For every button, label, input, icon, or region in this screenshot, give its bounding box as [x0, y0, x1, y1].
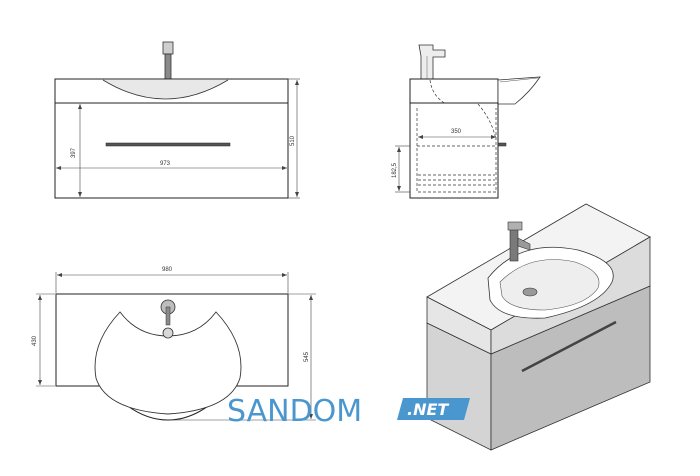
cabinet-side: [409, 102, 499, 199]
side-view: 350 182,5: [392, 44, 541, 199]
cabinet-front: [54, 102, 289, 199]
basin-front: [102, 79, 229, 100]
dim-label-510: 510: [290, 135, 296, 146]
dim-front-height-total: 510: [288, 78, 300, 199]
dim-label-350: 350: [451, 129, 462, 135]
watermark-main: SANDOM: [227, 394, 362, 429]
dim-side-height: 182,5: [392, 145, 410, 193]
dim-label-182-5: 182,5: [392, 162, 398, 178]
drawer-handle-iso: [521, 320, 617, 373]
dim-top-depth-left: 430: [32, 293, 55, 387]
drawer-handle-front: [105, 142, 231, 147]
drain-top: [162, 327, 174, 339]
top-view: 980 430 545: [32, 267, 316, 421]
dim-label-980: 980: [162, 267, 173, 273]
watermark-net-badge: [397, 398, 470, 420]
dim-label-430: 430: [32, 335, 38, 346]
dim-top-width: 980: [55, 267, 289, 293]
dim-front-height-inner: 397: [71, 104, 82, 197]
dim-top-depth-right: 545: [170, 293, 316, 421]
watermark-suffix: .NET: [407, 400, 449, 419]
dim-label-973: 973: [160, 161, 171, 167]
drawer-handle-side: [497, 142, 507, 147]
dim-front-width: 973: [56, 161, 287, 170]
dim-side-depth: 350: [418, 129, 496, 139]
drain-iso: [522, 287, 538, 297]
faucet-side: [418, 44, 446, 81]
front-view: 397 973 510: [54, 41, 300, 199]
countertop-side: [409, 78, 499, 104]
faucet-front: [162, 41, 174, 85]
dim-label-545: 545: [304, 351, 310, 362]
dim-label-397: 397: [71, 147, 77, 158]
watermark-logo: SANDOM .NET: [227, 394, 470, 429]
basin-overhang-side: [497, 76, 541, 105]
faucet-iso: [507, 221, 531, 262]
